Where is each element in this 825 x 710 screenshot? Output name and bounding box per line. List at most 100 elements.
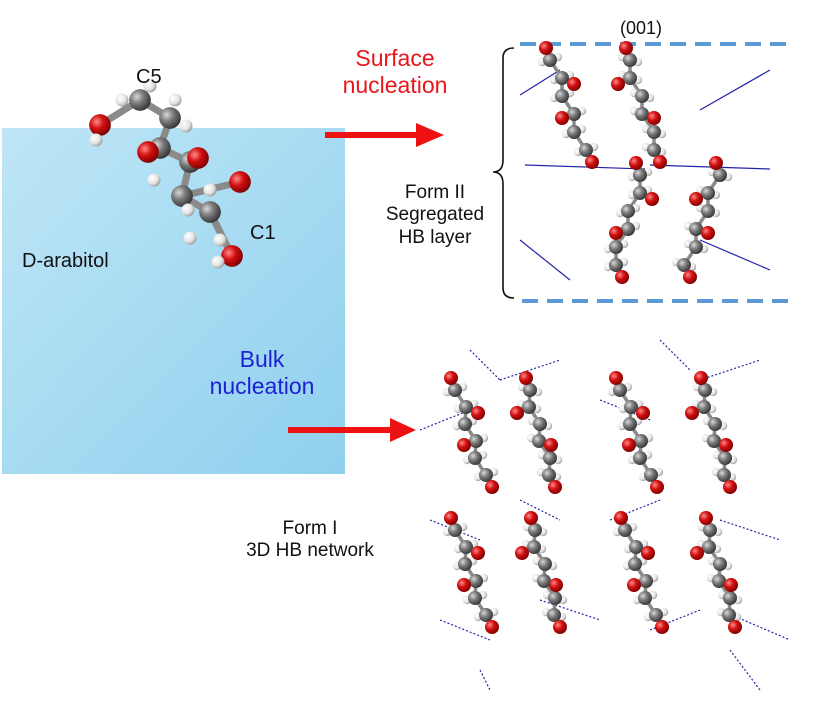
oxygen-atom <box>694 371 708 385</box>
carbon-atom <box>159 107 181 129</box>
carbon-atom <box>697 400 711 414</box>
oxygen-atom <box>636 406 650 420</box>
oxygen-atom <box>519 371 533 385</box>
carbon-atom <box>689 240 703 254</box>
oxygen-atom <box>609 226 623 240</box>
form-i-line-1: Form I <box>282 518 338 539</box>
carbon-atom <box>532 434 546 448</box>
carbon-atom <box>677 258 691 272</box>
carbon-atom <box>469 434 483 448</box>
oxygen-atom <box>728 620 742 634</box>
oxygen-atom <box>614 511 628 525</box>
carbon-atom <box>522 400 536 414</box>
hydrogen-bond <box>699 239 771 271</box>
oxygen-atom <box>701 226 715 240</box>
carbon-atom <box>543 53 557 67</box>
oxygen-atom <box>615 270 629 284</box>
carbon-atom <box>623 71 637 85</box>
form-ii-line-1: Form II <box>404 182 466 203</box>
carbon-atom <box>689 222 703 236</box>
carbon-atom <box>621 204 635 218</box>
carbon-atom <box>199 201 221 223</box>
carbon-atom <box>634 434 648 448</box>
carbon-atom <box>609 258 623 272</box>
carbon-atom <box>459 400 473 414</box>
surface-line-2: nucleation <box>342 72 448 99</box>
oxygen-atom <box>485 480 499 494</box>
carbon-atom <box>644 468 658 482</box>
carbon-atom <box>713 557 727 571</box>
carbon-atom <box>647 125 661 139</box>
carbon-atom <box>629 540 643 554</box>
hydrogen-atom <box>143 79 157 93</box>
oxygen-atom <box>229 171 251 193</box>
atoms <box>89 41 743 634</box>
hydrogen-bond <box>524 164 646 170</box>
oxygen-atom <box>724 578 738 592</box>
carbon-atom <box>712 574 726 588</box>
oxygen-atom <box>645 192 659 206</box>
hydrogen-bond <box>429 519 481 541</box>
bracket-icon <box>492 47 515 299</box>
oxygen-atom <box>647 111 661 125</box>
carbon-atom <box>458 557 472 571</box>
oxygen-atom <box>689 192 703 206</box>
hydrogen-bond <box>519 499 561 521</box>
carbon-atom <box>718 451 732 465</box>
oxygen-atom <box>622 438 636 452</box>
carbon-atom <box>623 417 637 431</box>
carbon-atom <box>171 185 193 207</box>
hydrogen-bond <box>499 359 561 381</box>
hydrogen-bond <box>469 349 501 381</box>
c5-label: C5 <box>136 66 162 88</box>
hydrogen-atom <box>89 133 103 147</box>
carbon-atom <box>628 557 642 571</box>
carbon-atom <box>717 468 731 482</box>
hydrogen-atom <box>213 233 227 247</box>
oxygen-atom <box>549 578 563 592</box>
hydrogen-atom <box>147 173 161 187</box>
carbon-atom <box>555 89 569 103</box>
oxygen-atom <box>609 371 623 385</box>
carbon-atom <box>633 451 647 465</box>
oxygen-atom <box>723 480 737 494</box>
oxygen-atom <box>709 156 723 170</box>
oxygen-atom <box>457 578 471 592</box>
carbon-atom <box>609 240 623 254</box>
oxygen-atom <box>685 406 699 420</box>
carbon-atom <box>548 591 562 605</box>
oxygen-atom <box>544 438 558 452</box>
carbon-atom <box>702 540 716 554</box>
hydrogen-bond <box>699 69 771 111</box>
carbon-atom <box>448 383 462 397</box>
carbon-atom <box>701 204 715 218</box>
hydrogen-bond <box>659 339 691 371</box>
carbon-atom <box>621 222 635 236</box>
carbon-atom <box>649 608 663 622</box>
oxygen-atom <box>548 480 562 494</box>
oxygen-atom <box>457 438 471 452</box>
carbon-atom <box>459 540 473 554</box>
form-ii-line-3: HB layer <box>398 226 472 248</box>
molecule-name-label: D-arabitol <box>22 250 109 272</box>
oxygen-atom <box>555 111 569 125</box>
oxygen-atom <box>510 406 524 420</box>
carbon-atom <box>523 383 537 397</box>
hydrogen-atom <box>115 93 129 107</box>
carbon-atom <box>708 417 722 431</box>
bulk-nucleation-label: Bulk nucleation <box>192 346 332 400</box>
carbon-atom <box>543 451 557 465</box>
hydrogen-bond <box>539 599 601 621</box>
bulk-line-2: nucleation <box>209 373 315 400</box>
carbon-atom <box>613 383 627 397</box>
carbon-atom <box>701 186 715 200</box>
carbon-atom <box>458 417 472 431</box>
hydrogen-bond <box>649 164 771 170</box>
oxygen-atom <box>699 511 713 525</box>
oxygen-atom <box>444 371 458 385</box>
c1-label: C1 <box>250 222 276 244</box>
carbon-atom <box>635 107 649 121</box>
oxygen-atom <box>650 480 664 494</box>
carbon-atom <box>647 143 661 157</box>
oxygen-atom <box>515 546 529 560</box>
